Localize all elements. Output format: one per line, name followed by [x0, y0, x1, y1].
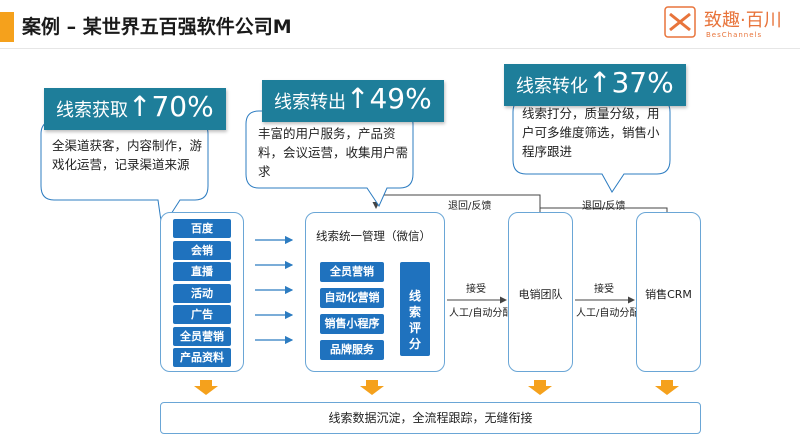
callout-3-title: 线索转化	[516, 76, 588, 97]
logo-icon	[664, 6, 696, 38]
callout-2-value: ↑49%	[346, 82, 432, 115]
callout-2-banner: 线索转出↑49%	[262, 80, 444, 122]
down-arrows	[194, 380, 679, 395]
callout-1-title: 线索获取	[56, 100, 128, 121]
tool-automation: 自动化营销	[320, 288, 384, 308]
callout-1-value: ↑70%	[128, 90, 214, 123]
crm-label: 销售CRM	[645, 288, 692, 301]
channel-product-docs: 产品资料	[173, 348, 231, 367]
page-title: 案例 – 某世界五百强软件公司M	[22, 16, 292, 38]
assign-label-1: 人工/自动分配	[449, 308, 513, 319]
header-divider	[0, 48, 800, 49]
channel-ads: 广告	[173, 305, 231, 324]
channel-event: 活动	[173, 283, 231, 303]
title-accent-bar	[0, 12, 14, 42]
callout-3-value: ↑37%	[588, 66, 674, 99]
tool-sales-miniapp: 销售小程序	[320, 314, 384, 334]
assign-label-2: 人工/自动分配	[576, 308, 640, 319]
callout-3-banner: 线索转化↑37%	[504, 64, 686, 106]
logo-subtitle: BesChannels	[706, 31, 763, 39]
channel-arrows	[255, 235, 294, 345]
logo-text: 致趣·百川	[704, 10, 782, 31]
telesales-box	[508, 212, 573, 372]
tool-brand-service: 品牌服务	[320, 340, 384, 360]
return-path-2	[540, 207, 668, 212]
callout-3-text: 线索打分，质量分级，用户可多维度筛选，销售小程序跟进	[522, 106, 660, 159]
channel-conference: 会销	[173, 240, 231, 260]
accept-label-1: 接受	[466, 284, 486, 295]
callout-2-text: 丰富的用户服务，产品资料，会议运营，收集用户需求	[258, 126, 409, 179]
return-label-1: 退回/反馈	[448, 201, 492, 212]
accept-label-2: 接受	[594, 284, 614, 295]
channel-livestream: 直播	[173, 262, 231, 281]
crm-box	[636, 212, 701, 372]
lead-scoring: 线索评分	[400, 262, 430, 356]
telesales-label: 电销团队	[518, 288, 563, 301]
callout-1-text: 全渠道获客，内容制作，游戏化运营，记录渠道来源	[52, 138, 203, 172]
callout-1-banner: 线索获取↑70%	[44, 88, 226, 130]
channel-list: 百度 会销 直播 活动 广告 全员营销 产品资料	[173, 219, 231, 367]
channel-all-staff: 全员营销	[173, 326, 231, 346]
callout-2-title: 线索转出	[274, 92, 346, 113]
management-title: 线索统一管理（微信）	[316, 229, 431, 243]
channel-baidu: 百度	[173, 219, 231, 238]
return-label-2: 退回/反馈	[582, 201, 626, 212]
footer-bar: 线索数据沉淀，全流程跟踪，无缝衔接	[160, 402, 701, 434]
tool-all-staff: 全员营销	[320, 262, 384, 282]
